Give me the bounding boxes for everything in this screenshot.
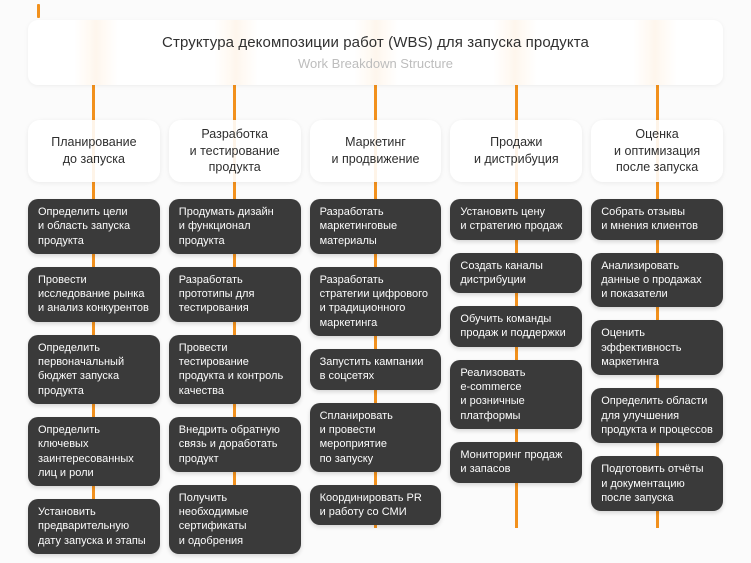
- task-card: Разработать прототипы для тестирования: [168, 266, 301, 322]
- wbs-column-sales: Продажи и дистрибуция Установить цену и …: [450, 84, 583, 554]
- task-card: Получить необходимые сертификаты и одобр…: [168, 484, 301, 555]
- task-list-evaluation: Собрать отзывы и мнения клиентов Анализи…: [591, 199, 723, 512]
- task-list-marketing: Разработать маркетинговые материалы Разр…: [309, 199, 442, 526]
- column-header-sales: Продажи и дистрибуция: [450, 120, 583, 182]
- connector-tick: [37, 4, 40, 18]
- task-card: Определить области для улучшения продукт…: [591, 388, 723, 444]
- task-card: Продумать дизайн и функционал продукта: [168, 199, 301, 254]
- wbs-columns: Планирование до запуска Определить цели …: [28, 84, 723, 555]
- task-card: Спланировать и провести мероприятие по з…: [309, 402, 442, 472]
- task-card: Провести исследование рынка и анализ кон…: [28, 266, 160, 322]
- task-card: Обучить команды продаж и поддержки: [450, 306, 583, 347]
- wbs-column-marketing: Маркетинг и продвижение Разработать марк…: [309, 84, 442, 554]
- task-card: Определить первоначальный бюджет запуска…: [28, 334, 160, 404]
- column-header-evaluation: Оценка и оптимизация после запуска: [591, 120, 723, 182]
- task-list-sales: Установить цену и стратегию продаж Созда…: [450, 199, 583, 483]
- diagram-subtitle: Work Breakdown Structure: [297, 56, 454, 71]
- task-card: Установить цену и стратегию продаж: [450, 199, 583, 240]
- task-card: Провести тестирование продукта и контрол…: [168, 334, 301, 404]
- task-card: Разработать стратегии цифрового и традиц…: [309, 266, 442, 337]
- task-card: Запустить кампании в соцсетях: [309, 349, 442, 390]
- column-header-development: Разработка и тестирование продукта: [168, 120, 301, 182]
- wbs-column-evaluation: Оценка и оптимизация после запуска Собра…: [591, 84, 723, 554]
- task-card: Разработать маркетинговые материалы: [309, 199, 442, 254]
- diagram-title: Структура декомпозиции работ (WBS) для з…: [162, 34, 589, 51]
- task-card: Определить цели и область запуска продук…: [28, 199, 160, 254]
- task-card: Подготовить отчёты и документацию после …: [591, 456, 723, 512]
- column-header-marketing: Маркетинг и продвижение: [309, 120, 442, 182]
- task-card: Создать каналы дистрибуции: [450, 252, 583, 294]
- task-list-planning: Определить цели и область запуска продук…: [28, 199, 160, 555]
- task-card: Внедрить обратную связь и доработать про…: [168, 416, 301, 472]
- wbs-column-planning: Планирование до запуска Определить цели …: [28, 84, 160, 555]
- task-card: Оценить эффективность маркетинга: [591, 320, 723, 376]
- task-card: Анализировать данные о продажах и показа…: [591, 252, 723, 308]
- task-card: Определить ключевых заинтересованных лиц…: [28, 416, 160, 487]
- task-card: Собрать отзывы и мнения клиентов: [591, 199, 723, 240]
- task-card: Мониторинг продаж и запасов: [450, 441, 583, 483]
- column-header-planning: Планирование до запуска: [28, 120, 160, 182]
- task-card: Установить предварительную дату запуска …: [28, 499, 160, 555]
- task-card: Реализовать e-commerce и розничные платф…: [450, 359, 583, 429]
- task-card: Координировать PR и работу со СМИ: [309, 484, 442, 526]
- diagram-title-card: Структура декомпозиции работ (WBS) для з…: [28, 20, 723, 85]
- wbs-column-development: Разработка и тестирование продукта Проду…: [168, 84, 301, 555]
- task-list-development: Продумать дизайн и функционал продукта Р…: [168, 199, 301, 555]
